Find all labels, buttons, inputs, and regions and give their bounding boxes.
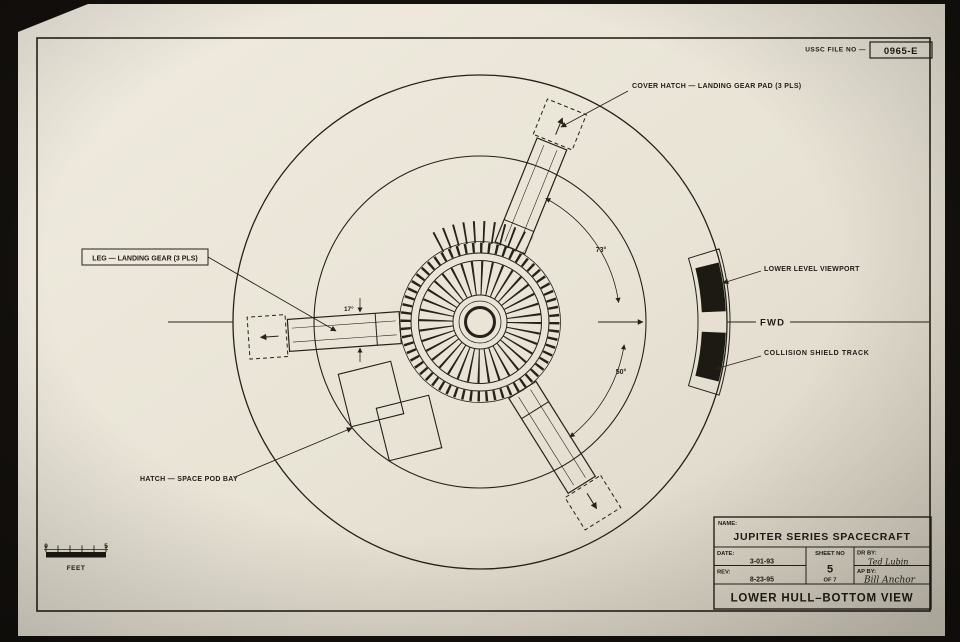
- rev-value: 8-23-95: [750, 577, 774, 584]
- spacecraft-name: JUPITER SERIES SPACECRAFT: [733, 531, 910, 543]
- scale-unit-label: FEET: [67, 565, 86, 572]
- approved-by-label: AP BY:: [857, 569, 876, 575]
- pod-bay-callout: HATCH — SPACE POD BAY: [140, 476, 238, 483]
- sheet-label: SHEET NO: [815, 551, 845, 557]
- scale-bar-fill: [46, 552, 106, 558]
- angle-upper-label: 73°: [596, 246, 607, 254]
- approved-by-signature: Bill Anchor: [863, 576, 916, 586]
- file-number-value: 0965-E: [884, 46, 918, 57]
- fwd-label: FWD: [760, 318, 785, 329]
- angle-lower-label: 50°: [616, 368, 627, 376]
- rev-label: REV:: [717, 570, 731, 576]
- drawing-title: LOWER HULL–BOTTOM VIEW: [731, 593, 914, 605]
- date-value: 3-01-93: [750, 559, 774, 566]
- drawn-by-signature: Ted Lubin: [868, 558, 908, 567]
- leg-callout: LEG — LANDING GEAR (3 PLS): [92, 256, 197, 263]
- cover-hatch-callout: COVER HATCH — LANDING GEAR PAD (3 PLS): [632, 83, 801, 90]
- sheet-of: OF 7: [824, 578, 837, 584]
- collision-track-callout: COLLISION SHIELD TRACK: [764, 350, 869, 357]
- leg-angle-label: 17°: [344, 305, 354, 313]
- file-number-label: USSC FILE NO —: [805, 47, 866, 54]
- date-label: DATE:: [717, 551, 734, 557]
- drawn-by-label: DR BY:: [857, 551, 877, 557]
- name-label: NAME:: [718, 521, 737, 527]
- sheet-number: 5: [827, 564, 833, 576]
- viewport-callout: LOWER LEVEL VIEWPORT: [764, 266, 860, 273]
